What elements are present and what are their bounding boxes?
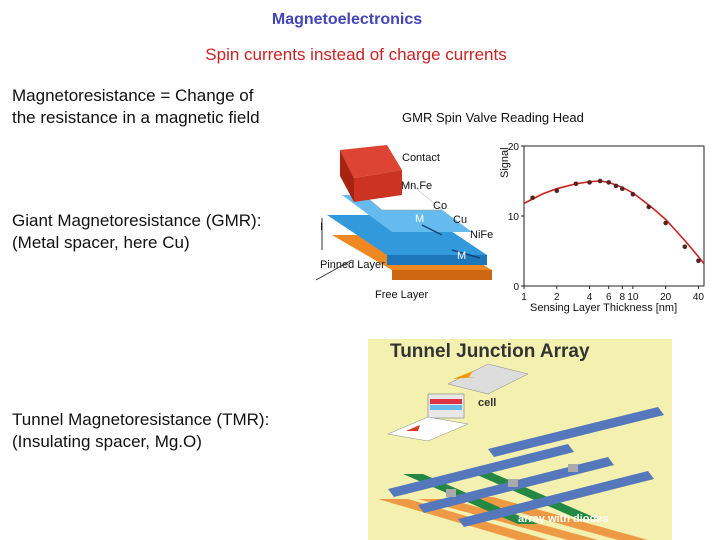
section-gmr: Giant Magnetoresistance (GMR): (Metal sp…	[12, 210, 261, 254]
slide-title: Magnetoelectronics	[271, 11, 423, 28]
data-point	[597, 178, 603, 184]
x-tick-label: 4	[587, 292, 593, 303]
blue-bar	[458, 471, 654, 527]
chart-series	[523, 178, 705, 265]
label-m-upper: M	[415, 213, 425, 225]
tunnel-figure-title: Tunnel Junction Array	[390, 341, 590, 362]
green-bar	[468, 471, 598, 519]
data-point	[630, 192, 636, 197]
cell-cube	[568, 464, 578, 472]
y-tick-label: 10	[508, 212, 520, 223]
data-point	[620, 186, 625, 191]
section-line: Tunnel Magnetoresistance (TMR):	[12, 410, 270, 429]
x-tick-label: 6	[606, 292, 612, 303]
data-point	[613, 183, 619, 189]
section-line: Magnetoresistance = Change of	[12, 86, 254, 105]
blue-bar	[388, 444, 574, 497]
data-point	[682, 244, 688, 250]
arrow-icon	[451, 249, 481, 259]
arrow-icon	[421, 224, 443, 236]
free-layer-side	[392, 270, 492, 280]
plot-frame	[523, 145, 705, 287]
pointer-line	[315, 259, 353, 281]
y-tick-label: 0	[513, 282, 519, 293]
data-point	[573, 181, 579, 187]
chart-axes	[523, 145, 705, 287]
label-pinned-layer: Pinned Layer	[320, 259, 385, 271]
y-tick-label: 20	[508, 142, 520, 153]
cell-layer	[430, 399, 462, 404]
label-cu: Cu	[453, 214, 468, 226]
section-line: (Insulating spacer, Mg.O)	[12, 432, 202, 451]
spin-valve-illustration	[315, 145, 492, 281]
section-tmr: Tunnel Magnetoresistance (TMR): (Insulat…	[12, 409, 269, 453]
cell-top-plate	[447, 363, 529, 395]
arrow-icon	[453, 371, 476, 379]
data-point	[646, 204, 652, 210]
label-free-layer: Free Layer	[375, 289, 429, 301]
gmr-figure-header: GMR Spin Valve Reading Head	[402, 110, 584, 125]
tunnel-junction-illustration	[368, 339, 672, 540]
pinned-layer-shape	[327, 215, 487, 255]
data-point	[530, 195, 535, 201]
blue-bar	[488, 407, 664, 457]
chart-ylabel: Signal	[499, 147, 511, 178]
x-tick-label: 1	[521, 292, 527, 303]
x-tick-label: 2	[554, 292, 560, 303]
cell-cube	[508, 479, 518, 487]
cu-layer-shape	[342, 195, 472, 232]
tunnel-junction-figure: Tunnel Junction Array cell array with di…	[368, 339, 672, 540]
fit-curve	[523, 180, 705, 265]
contact-top	[340, 145, 402, 178]
slide-subtitle: Spin currents instead of charge currents	[205, 45, 507, 64]
cell-cube	[446, 489, 456, 497]
cell-base-plate	[387, 416, 469, 442]
contact-front	[354, 170, 402, 202]
x-tick-label: 40	[693, 292, 705, 303]
chart-xlabel: Sensing Layer Thickness [nm]	[530, 302, 677, 314]
label-current: I	[320, 221, 324, 233]
label-m-lower: M	[457, 250, 467, 262]
label-nife: NiFe	[470, 229, 494, 241]
section-magnetoresistance: Magnetoresistance = Change of the resist…	[12, 85, 260, 129]
cell-layer	[430, 405, 462, 410]
contact-side	[340, 150, 354, 202]
cell-label: cell	[478, 397, 497, 409]
section-line: the resistance in a magnetic field	[12, 108, 260, 127]
data-point	[554, 188, 560, 194]
label-mnfe: Mn.Fe	[401, 180, 433, 192]
section-line: Giant Magnetoresistance (GMR):	[12, 211, 262, 230]
pinned-layer-side	[387, 255, 487, 265]
label-contact: Contact	[402, 152, 440, 164]
x-tick-label: 8	[620, 292, 626, 303]
x-tick-label: 10	[627, 292, 639, 303]
data-point	[663, 220, 668, 226]
diodes-label: array with diodes	[518, 513, 609, 525]
x-tick-label: 20	[660, 292, 672, 303]
data-point	[606, 180, 612, 185]
data-point	[587, 180, 592, 185]
section-line: (Metal spacer, here Cu)	[12, 233, 190, 252]
data-point	[696, 258, 701, 264]
arrow-icon	[406, 425, 420, 431]
label-co: Co	[433, 200, 448, 212]
